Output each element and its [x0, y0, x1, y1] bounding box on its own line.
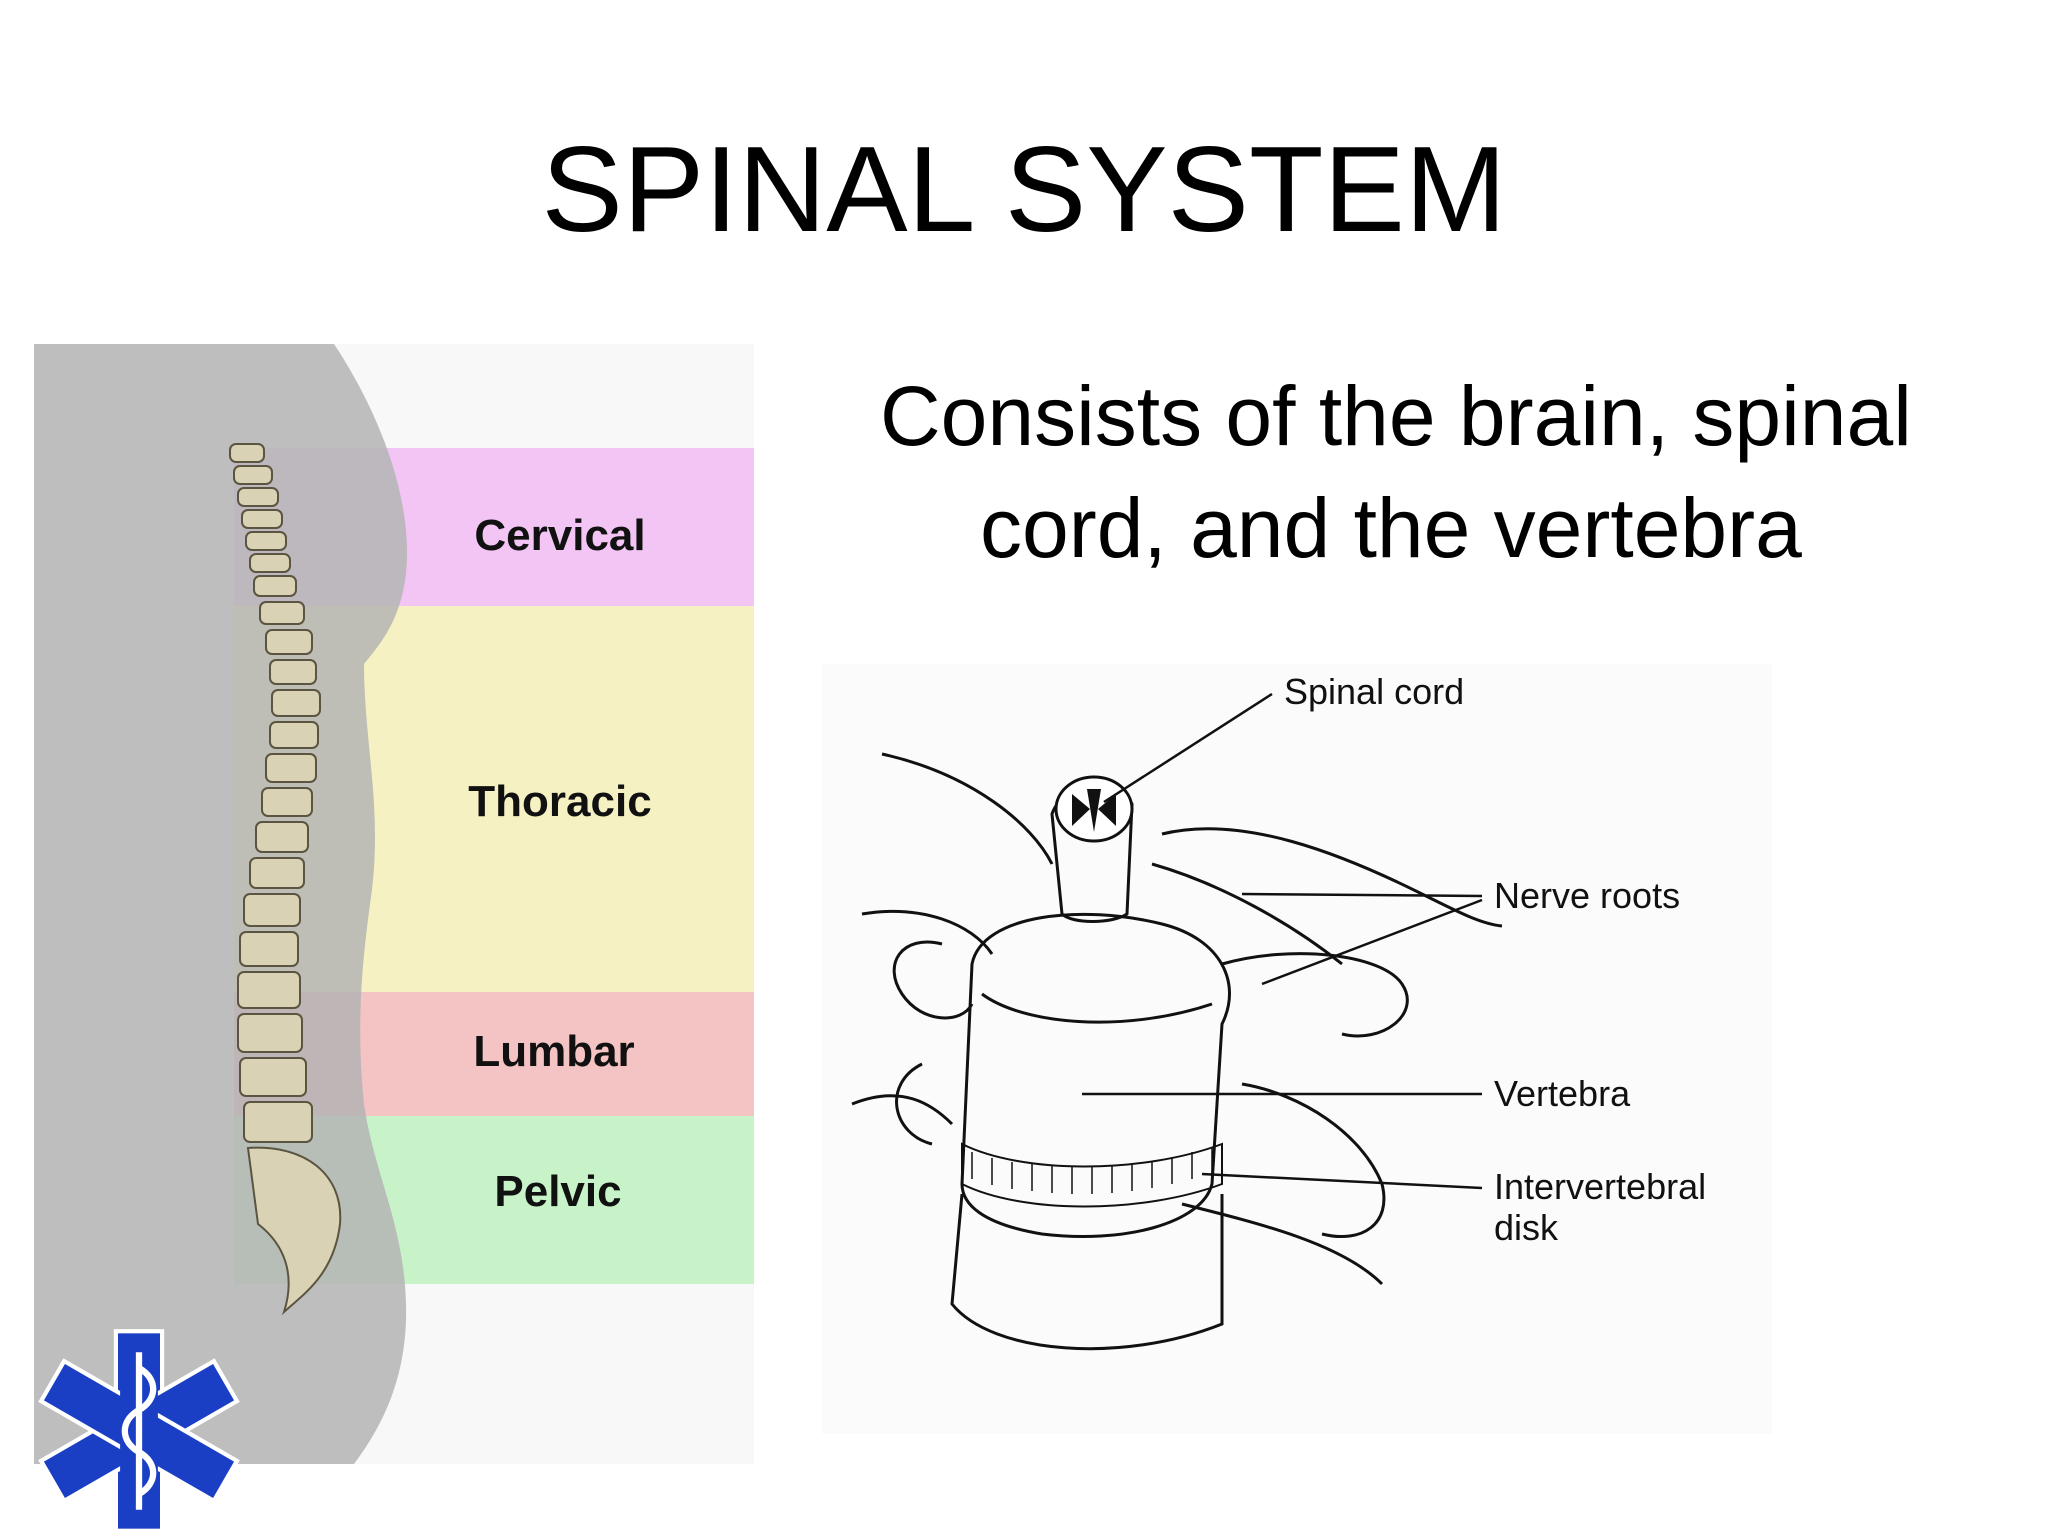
vertebra-diagram: Spinal cord Nerve roots Vertebra Interve… [822, 664, 1772, 1434]
spinal-cord-label: Spinal cord [1284, 671, 1464, 712]
intervertebral-label-line2: disk [1494, 1207, 1559, 1248]
slide-title: SPINAL SYSTEM [541, 121, 1507, 257]
pelvic-label: Pelvic [494, 1167, 621, 1216]
intervertebral-label-line1: Intervertebral [1494, 1166, 1706, 1207]
spine-regions-figure: Cervical Thoracic Lumbar Pelvic [34, 344, 754, 1464]
spine-column [229, 443, 342, 1316]
thoracic-label: Thoracic [468, 777, 651, 826]
bullet-text: Consists of the brain, spinal cord, and … [880, 369, 1912, 575]
cervical-label: Cervical [474, 511, 645, 560]
nerve-roots-label: Nerve roots [1494, 875, 1680, 916]
lumbar-label: Lumbar [473, 1027, 634, 1076]
star-of-life-icon [38, 1329, 240, 1533]
vertebra-label: Vertebra [1494, 1073, 1631, 1114]
body-silhouette [34, 344, 408, 1464]
cord-cross-section [1054, 775, 1134, 843]
